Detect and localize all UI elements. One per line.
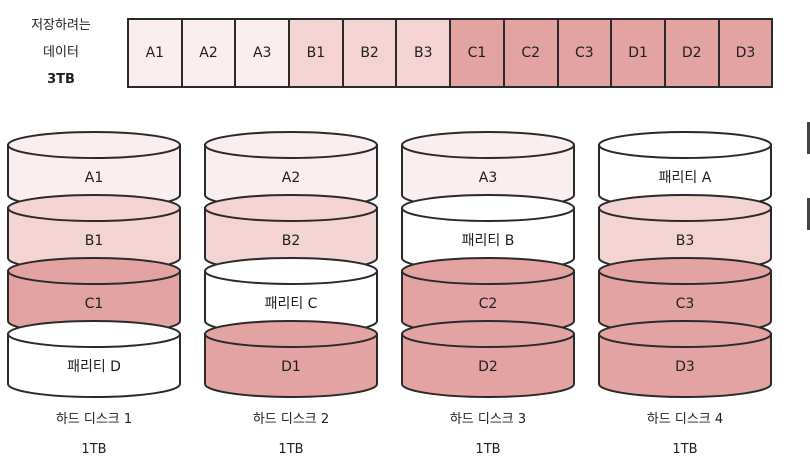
data-block: A1 [129, 20, 183, 86]
disk-segment: A3 [401, 131, 575, 209]
disk-segment: A2 [204, 131, 378, 209]
segment-top [401, 194, 575, 222]
disk-name: 하드 디스크 1 [55, 412, 133, 427]
segment-label: B1 [85, 233, 104, 249]
segment-top [598, 320, 772, 348]
source-label-line2: 데이터 [43, 45, 79, 60]
disk-label: 하드 디스크 1 1TB [9, 405, 179, 465]
segment-label: D3 [675, 359, 695, 375]
segment-label: D2 [478, 359, 498, 375]
edge-mark-bottom [807, 198, 810, 230]
segment-top [204, 131, 378, 159]
data-block: C1 [451, 20, 505, 86]
disk-segment: B2 [204, 194, 378, 272]
segment-label: C2 [479, 296, 498, 312]
segment-body [598, 333, 772, 398]
segment-top [598, 257, 772, 285]
data-block: B1 [290, 20, 344, 86]
disk-segment: B1 [7, 194, 181, 272]
segment-label: B2 [282, 233, 301, 249]
data-block: B3 [397, 20, 452, 86]
segment-label: C3 [676, 296, 695, 312]
data-block: D1 [612, 20, 666, 86]
segment-label: D1 [281, 359, 301, 375]
segment-label: A1 [85, 170, 103, 186]
disk-segment: D2 [401, 320, 575, 398]
disk-segment: 패리티 D [7, 320, 181, 398]
segment-label: A2 [282, 170, 300, 186]
disk-label: 하드 디스크 3 1TB [403, 405, 573, 465]
source-data-label: 저장하려는 데이터 3TB [6, 12, 116, 93]
segment-body [401, 333, 575, 398]
segment-label: C1 [85, 296, 104, 312]
source-label-line1: 저장하려는 [31, 18, 91, 33]
disk-segment: 패리티 B [401, 194, 575, 272]
disk-label: 하드 디스크 4 1TB [600, 405, 770, 465]
segment-top [204, 320, 378, 348]
segment-top [401, 257, 575, 285]
disk-name: 하드 디스크 3 [449, 412, 527, 427]
segment-top [204, 257, 378, 285]
data-block: D3 [719, 20, 774, 86]
segment-body [7, 333, 181, 398]
segment-top [598, 194, 772, 222]
data-block: A2 [182, 20, 237, 86]
segment-label: 패리티 D [67, 359, 121, 375]
segment-label: 패리티 C [265, 296, 318, 312]
disk-size: 1TB [278, 442, 304, 457]
disk-segment: C3 [598, 257, 772, 335]
segment-label: 패리티 A [659, 170, 712, 186]
data-block: B2 [343, 20, 398, 86]
disk-name: 하드 디스크 4 [646, 412, 724, 427]
disk-segment: B3 [598, 194, 772, 272]
source-label-size: 3TB [47, 72, 75, 87]
disk-size: 1TB [475, 442, 501, 457]
data-block: C3 [558, 20, 613, 86]
segment-top [598, 131, 772, 159]
data-block: C2 [504, 20, 559, 86]
disk-segment: D1 [204, 320, 378, 398]
segment-label: A3 [479, 170, 497, 186]
disk-segment: D3 [598, 320, 772, 398]
data-block: D2 [665, 20, 720, 86]
disk-segment: 패리티 C [204, 257, 378, 335]
segment-top [7, 194, 181, 222]
edge-mark-top [807, 122, 810, 154]
segment-top [401, 320, 575, 348]
disk-size: 1TB [81, 442, 107, 457]
data-block: A3 [236, 20, 291, 86]
disk-name: 하드 디스크 2 [252, 412, 330, 427]
disk-segment: C2 [401, 257, 575, 335]
disk-segment: C1 [7, 257, 181, 335]
segment-top [7, 131, 181, 159]
disk-label: 하드 디스크 2 1TB [206, 405, 376, 465]
segment-top [401, 131, 575, 159]
segment-body [204, 333, 378, 398]
disk-size: 1TB [672, 442, 698, 457]
segment-top [7, 320, 181, 348]
segment-label: B3 [676, 233, 695, 249]
segment-top [7, 257, 181, 285]
segment-top [204, 194, 378, 222]
segment-label: 패리티 B [462, 233, 515, 249]
